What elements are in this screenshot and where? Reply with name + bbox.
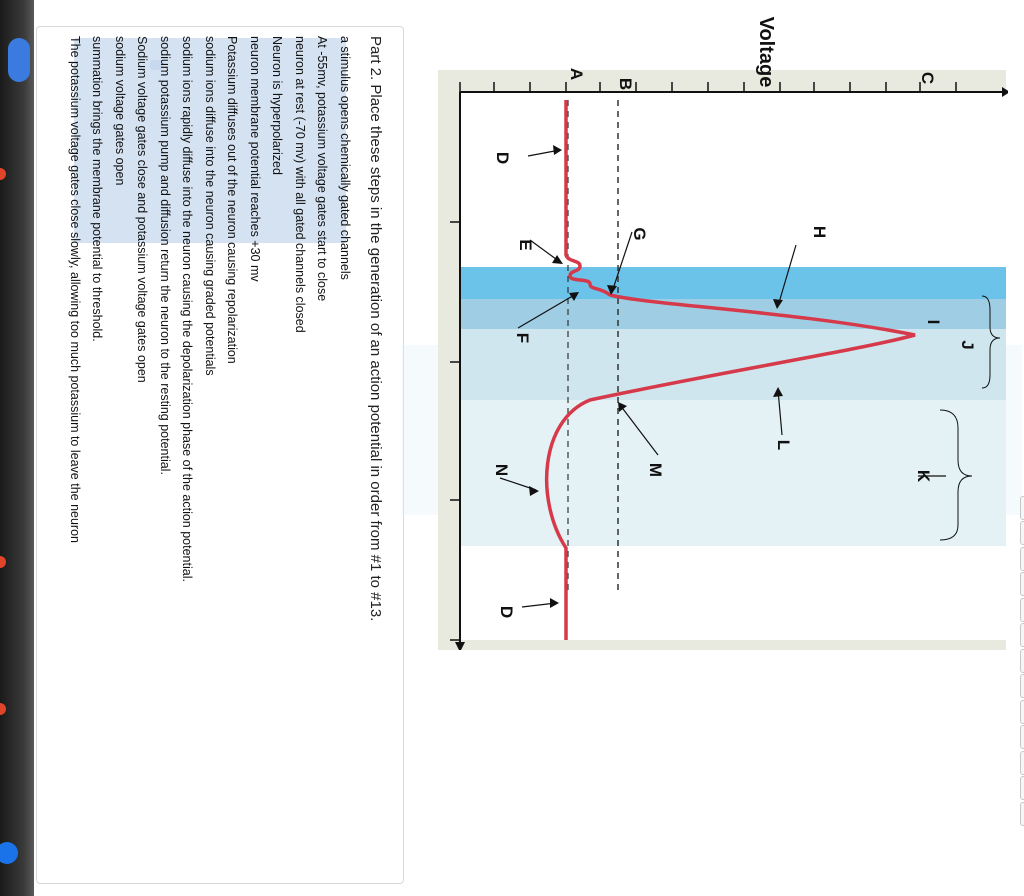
step-item[interactable]: summation brings the membrane potential …: [90, 36, 105, 342]
label-j: J: [958, 340, 977, 349]
question-title: Part 2. Place these steps in the generat…: [367, 36, 384, 622]
step-item[interactable]: Potassium diffuses out of the neuron cau…: [225, 36, 240, 364]
hyperpolarization-band: [460, 400, 1006, 546]
voltage-ticks: [459, 82, 957, 92]
answer-drop-zone[interactable]: [74, 38, 346, 243]
tick-label-b: B: [616, 78, 635, 90]
edge-marker: [0, 703, 6, 715]
step-item[interactable]: The potassium voltage gates close slowly…: [68, 36, 82, 543]
browser-edge: [0, 0, 34, 896]
step-item[interactable]: At -55mv, potassium voltage gates start …: [315, 36, 330, 302]
label-e: E: [516, 239, 535, 250]
order-number-box[interactable]: 11: [1020, 700, 1024, 724]
axis-arrow: [1002, 87, 1008, 97]
scroll-button[interactable]: [0, 842, 18, 864]
check-button[interactable]: [8, 38, 30, 82]
order-number-box[interactable]: 6: [1020, 751, 1024, 775]
order-number-box[interactable]: 12: [1020, 776, 1024, 801]
label-m: M: [646, 463, 665, 477]
label-g: G: [630, 227, 649, 240]
depolarization-band: [460, 267, 1006, 299]
action-potential-diagram: Voltage A B C D E F G H I J K L M N D: [438, 17, 1008, 650]
action-potential-curve: [544, 100, 916, 640]
step-item[interactable]: sodium voltage gates open: [113, 36, 127, 186]
threshold-band: [460, 299, 1006, 329]
order-number-box[interactable]: 13: [1020, 802, 1024, 826]
question-content: Part 2. Place these steps in the generat…: [54, 26, 384, 621]
step-item[interactable]: Sodium voltage gates close and potassium…: [135, 36, 150, 383]
order-number-box[interactable]: 5: [1020, 547, 1024, 571]
label-d: D: [493, 152, 512, 164]
order-number-box[interactable]: 2: [1020, 649, 1024, 673]
tick-label-a: A: [567, 68, 586, 80]
order-number-box[interactable]: 3: [1020, 623, 1024, 648]
label-n: N: [492, 464, 511, 476]
order-number-box[interactable]: 10: [1020, 521, 1024, 546]
edge-marker: [0, 556, 6, 568]
step-item[interactable]: Neuron is hyperpolarized: [270, 36, 285, 175]
time-ticks: [450, 221, 460, 641]
arrow-heads: [529, 145, 783, 608]
label-f: F: [513, 333, 532, 343]
step-item[interactable]: a stimulus opens chemically gated channe…: [338, 36, 352, 280]
label-h: H: [810, 226, 829, 238]
order-number-box[interactable]: 9: [1020, 496, 1024, 520]
edge-marker: [0, 168, 6, 180]
label-k: K: [914, 470, 933, 483]
order-number-box[interactable]: 1: [1020, 572, 1024, 597]
step-item[interactable]: sodium potassium pump and diffusion retu…: [158, 36, 172, 475]
label-d: D: [497, 606, 516, 618]
label-i: I: [924, 320, 943, 325]
axis-title: Voltage: [755, 17, 777, 88]
step-item[interactable]: neuron at rest (-70 mv) with all gated c…: [293, 36, 307, 333]
number-column: 13 12 6 7 11 8 2 3 4 1 5 10 9: [1020, 6, 1024, 826]
step-item[interactable]: sodium ions diffuse into the neuron caus…: [203, 36, 217, 376]
label-l: L: [774, 440, 793, 450]
repolarization-band: [460, 329, 1006, 400]
axis-arrow: [455, 642, 465, 650]
steps-list: a stimulus opens chemically gated channe…: [64, 36, 357, 582]
order-number-box[interactable]: 8: [1020, 674, 1024, 699]
answer-slot[interactable]: [150, 60, 164, 70]
order-number-box[interactable]: 4: [1020, 598, 1024, 622]
tick-label-c: C: [918, 72, 937, 84]
order-number-box[interactable]: 7: [1020, 725, 1024, 750]
brackets: [939, 295, 1001, 541]
step-item[interactable]: neuron membrane potential reaches +30 mv: [248, 36, 262, 282]
step-item[interactable]: sodium ions rapidly diffuse into the neu…: [180, 36, 195, 582]
